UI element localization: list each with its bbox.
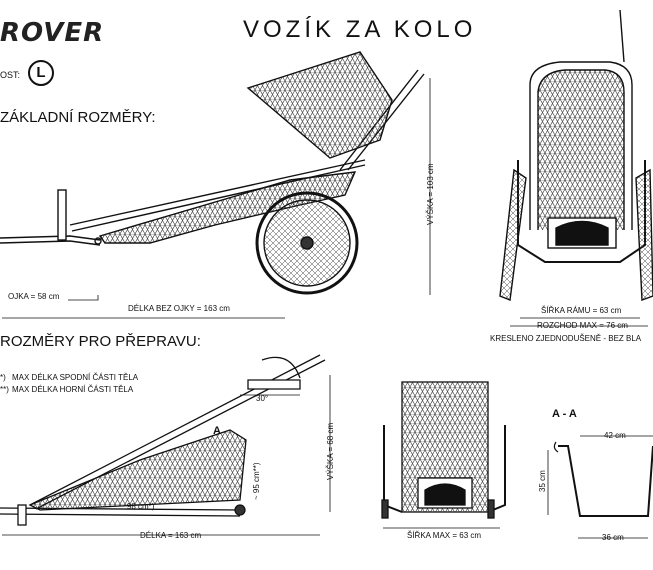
- brand-logo: ROVER: [0, 18, 105, 48]
- transport-length-label: DÉLKA = 163 cm: [140, 531, 202, 540]
- rear-view-trailer: [499, 9, 653, 301]
- transport-height-label: VÝŠKA = 68 cm: [326, 422, 335, 480]
- section-aa-height: 35 cm: [538, 470, 547, 492]
- drawn-simplified-note: KRESLENO ZJEDNODUŠENĚ - BEZ BLA: [490, 334, 642, 343]
- transport-side-view: [0, 354, 326, 526]
- legend-mark-2: **): [0, 385, 9, 394]
- page-title: VOZÍK ZA KOLO: [243, 16, 477, 43]
- section-heading-basic: ZÁKLADNÍ ROZMĚRY:: [0, 109, 156, 126]
- angle-label: 30°: [256, 394, 269, 403]
- transport-rear-view: [381, 381, 506, 519]
- section-mark-a: A: [213, 425, 221, 437]
- dimension-lines: [2, 78, 653, 539]
- lower-part-length-label: ~ 98 cm*): [120, 502, 155, 511]
- length-without-drawbar-label: DÉLKA BEZ OJKY = 163 cm: [128, 304, 230, 313]
- section-aa-bottom-width: 36 cm: [602, 533, 624, 542]
- transport-width-label: ŠÍŘKA MAX = 63 cm: [407, 531, 482, 540]
- frame-width-label: ŠÍŘKA RÁMU = 63 cm: [541, 306, 622, 315]
- side-view-trailer: [0, 51, 425, 295]
- size-badge: L: [28, 60, 54, 86]
- legend-upper-body: MAX DÉLKA HORNÍ ČÁSTI TĚLA: [12, 385, 134, 394]
- section-aa-top-width: 42 cm: [604, 431, 626, 440]
- section-aa-profile: [553, 441, 653, 517]
- track-max-label: ROZCHOD MAX = 76 cm: [537, 321, 628, 330]
- legend-mark-1: *): [0, 373, 6, 382]
- section-heading-transport: ROZMĚRY PRO PŘEPRAVU:: [0, 333, 201, 350]
- section-aa-title: A - A: [552, 408, 577, 420]
- upper-part-length-label: ~ 95 cm**): [252, 462, 261, 500]
- drawbar-length-label: OJKA = 58 cm: [8, 292, 60, 301]
- height-label: VÝŠKA = 103 cm: [426, 163, 435, 225]
- legend-lower-body: MAX DÉLKA SPODNÍ ČÁSTI TĚLA: [12, 373, 139, 382]
- size-label: OST:: [0, 70, 21, 80]
